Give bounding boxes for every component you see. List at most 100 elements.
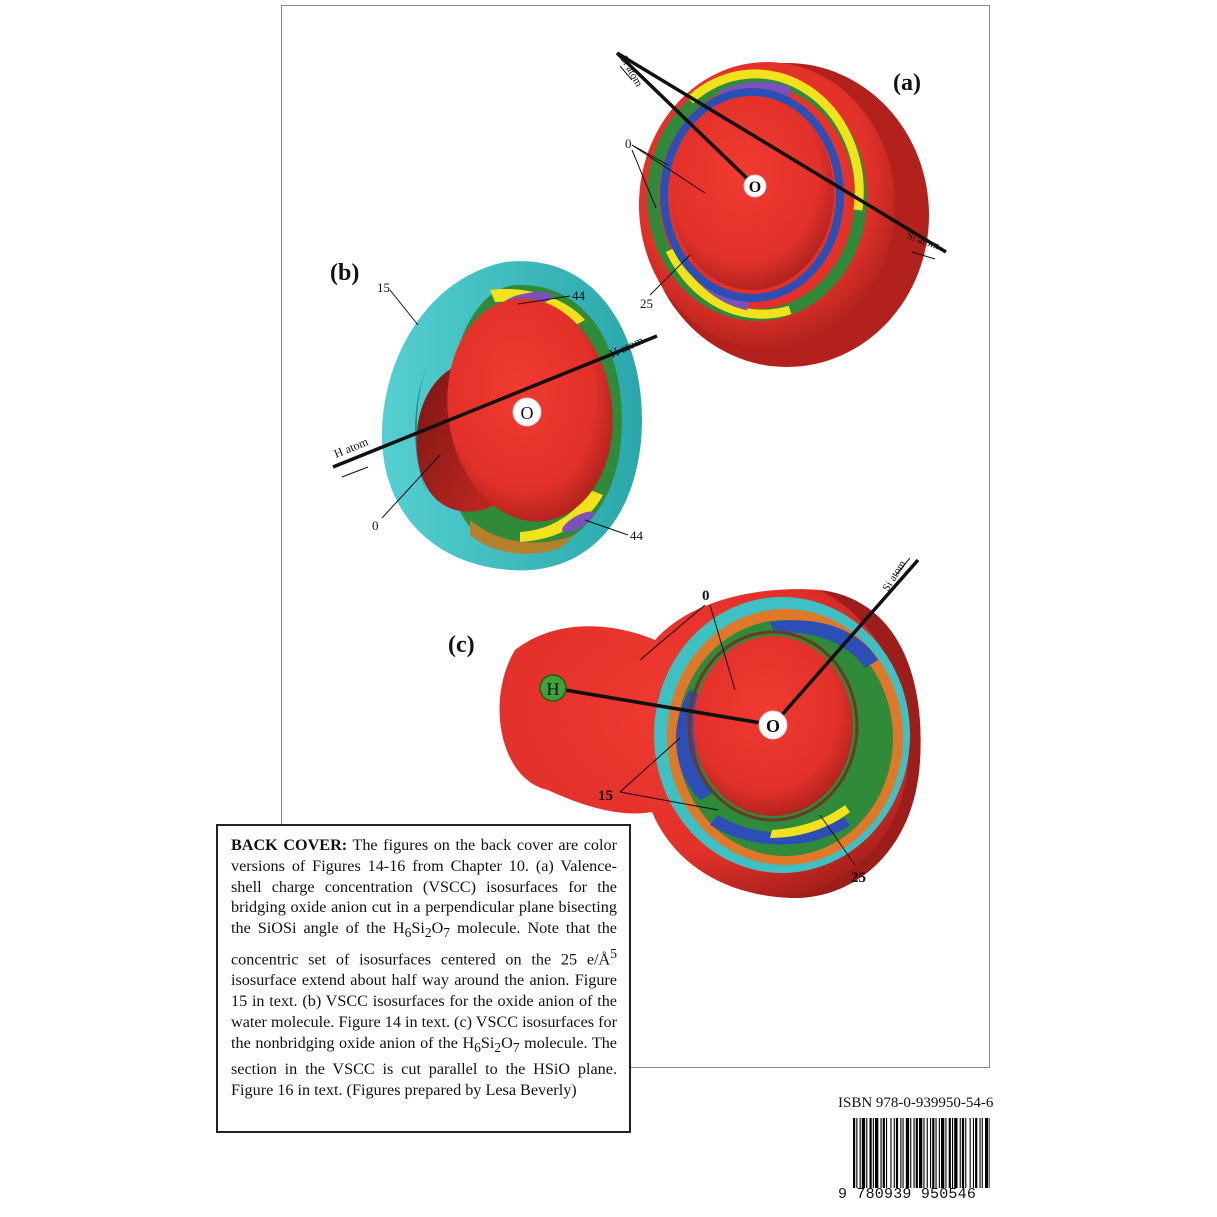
barcode-bar [913, 1118, 915, 1188]
panel-a-label: (a) [893, 70, 921, 96]
panel-a-oxygen-label: O [749, 179, 761, 196]
barcode-bar [969, 1118, 971, 1188]
barcode-bar [853, 1118, 856, 1188]
panel-b-oxygen-label: O [521, 403, 534, 423]
panel-a-si-label-upper: Si atom [617, 54, 645, 90]
panel-a-arrow-upper [619, 65, 633, 81]
panel-b-contour-44-bottom-patch [562, 511, 594, 533]
barcode-bar [954, 1118, 958, 1188]
panel-c-si-arrow [895, 557, 911, 576]
barcode-bar [948, 1118, 951, 1188]
panel-b-contour-44-lower: 44 [630, 528, 644, 543]
caption-sup: 5 [610, 946, 617, 962]
panel-b-contour-44-upper: 44 [572, 288, 586, 303]
panel-c-contour-0: 0 [702, 588, 710, 604]
caption-sub: 2 [424, 925, 432, 941]
barcode-bar [895, 1118, 899, 1188]
barcode-bar [989, 1118, 990, 1188]
caption-part-4: molecule. The section in the VSCC is cut… [231, 1033, 617, 1099]
barcode-bar [910, 1118, 912, 1188]
barcode-bar [905, 1118, 910, 1188]
caption-sub: 2 [494, 1040, 502, 1056]
panel-c: (c) H O Si atom 0 15 25 [448, 557, 921, 899]
panel-b-h-label-left: H atom [332, 434, 371, 461]
barcode-bar [932, 1118, 935, 1188]
barcode-bar [930, 1118, 932, 1188]
caption-part-3: isosurface extend about half way around … [231, 971, 617, 1052]
panel-c-oxygen-label: O [766, 716, 780, 736]
barcode-bar [872, 1118, 874, 1188]
panel-a-bond-line [616, 51, 947, 254]
barcode-bar [965, 1118, 967, 1188]
barcode-bar [900, 1118, 902, 1188]
barcode-bar [866, 1118, 868, 1188]
barcode-bar [959, 1118, 961, 1188]
barcode-bar [975, 1118, 978, 1188]
barcode-bar [938, 1118, 940, 1188]
caption-formula: Si [411, 919, 425, 938]
panel-a-contour-0: 0 [625, 136, 632, 151]
isbn-label: ISBN 978-0-939950-54-6 [838, 1095, 994, 1111]
panel-b-bond-line [332, 334, 658, 469]
barcode-bar [882, 1118, 885, 1188]
barcode-bar [915, 1118, 918, 1188]
barcode-bar [923, 1118, 925, 1188]
caption-formula: O [431, 919, 444, 938]
panel-b-contour-0: 0 [372, 518, 379, 533]
caption-sub: 6 [404, 925, 412, 941]
barcode-bar [893, 1118, 895, 1188]
panel-c-hydrogen-atom [539, 674, 567, 702]
panel-c-shell-yellow [770, 805, 850, 838]
caption-formula: Si [480, 1033, 495, 1052]
barcode-bar [875, 1118, 879, 1188]
caption-part-2: molecule. Note that the concentric set o… [231, 919, 617, 969]
barcode-bar [859, 1118, 861, 1188]
barcode-bar [952, 1118, 954, 1188]
barcode [853, 1118, 990, 1188]
barcode-bar [886, 1118, 888, 1188]
panel-a-shell-yellow [686, 69, 864, 211]
back-cover-caption: BACK COVER: The figures on the back cove… [216, 824, 631, 1133]
caption-part-1: The figures on the back cover are color … [231, 836, 617, 938]
panel-c-bond-o-si [771, 558, 920, 727]
panel-a-arrow-lower [911, 251, 936, 260]
caption-text: BACK COVER: The figures on the back cove… [231, 835, 617, 1100]
barcode-bar [869, 1118, 872, 1188]
barcode-bar [919, 1118, 923, 1188]
panel-c-contour-25: 25 [851, 870, 866, 886]
panel-c-hydrogen-label: H [547, 679, 560, 699]
barcode-bar [985, 1118, 989, 1188]
panel-c-label: (c) [448, 632, 475, 658]
panel-a: (a) O Si atom Si atom 0 25 [615, 51, 947, 367]
panel-c-oxygen-atom [758, 710, 788, 740]
caption-sub: 7 [443, 925, 451, 941]
barcode-bar [979, 1118, 981, 1188]
caption-sub: 7 [512, 1040, 520, 1056]
barcode-bar [861, 1118, 866, 1188]
panel-c-shell-blue [676, 690, 715, 800]
panel-b-contour-15: 15 [377, 280, 390, 295]
panel-a-oxygen-atom [743, 174, 767, 198]
panel-b-oxygen-atom [512, 397, 542, 427]
barcode-bar [856, 1118, 858, 1188]
panel-c-bond-h-o [552, 686, 774, 727]
barcode-digits: 9 780939 950546 [838, 1186, 977, 1203]
caption-heading: BACK COVER: [231, 836, 348, 854]
barcode-bar [902, 1118, 904, 1188]
panel-b-arrow-left [341, 466, 369, 478]
barcode-bar [981, 1118, 983, 1188]
barcode-bar [972, 1118, 974, 1188]
barcode-bar [941, 1118, 945, 1188]
barcode-bar [961, 1118, 965, 1188]
panel-b-label: (b) [330, 260, 359, 286]
panel-a-contour-25: 25 [640, 296, 653, 311]
barcode-bar [880, 1118, 882, 1188]
panel-c-contour-15: 15 [598, 788, 613, 804]
barcode-bar [945, 1118, 947, 1188]
barcode-bar [890, 1118, 892, 1188]
caption-sub: 6 [474, 1040, 481, 1056]
panel-b: (b) O H atom H atom 15 44 44 0 [330, 260, 658, 571]
barcode-bar [926, 1118, 928, 1188]
caption-formula: O [501, 1033, 513, 1052]
